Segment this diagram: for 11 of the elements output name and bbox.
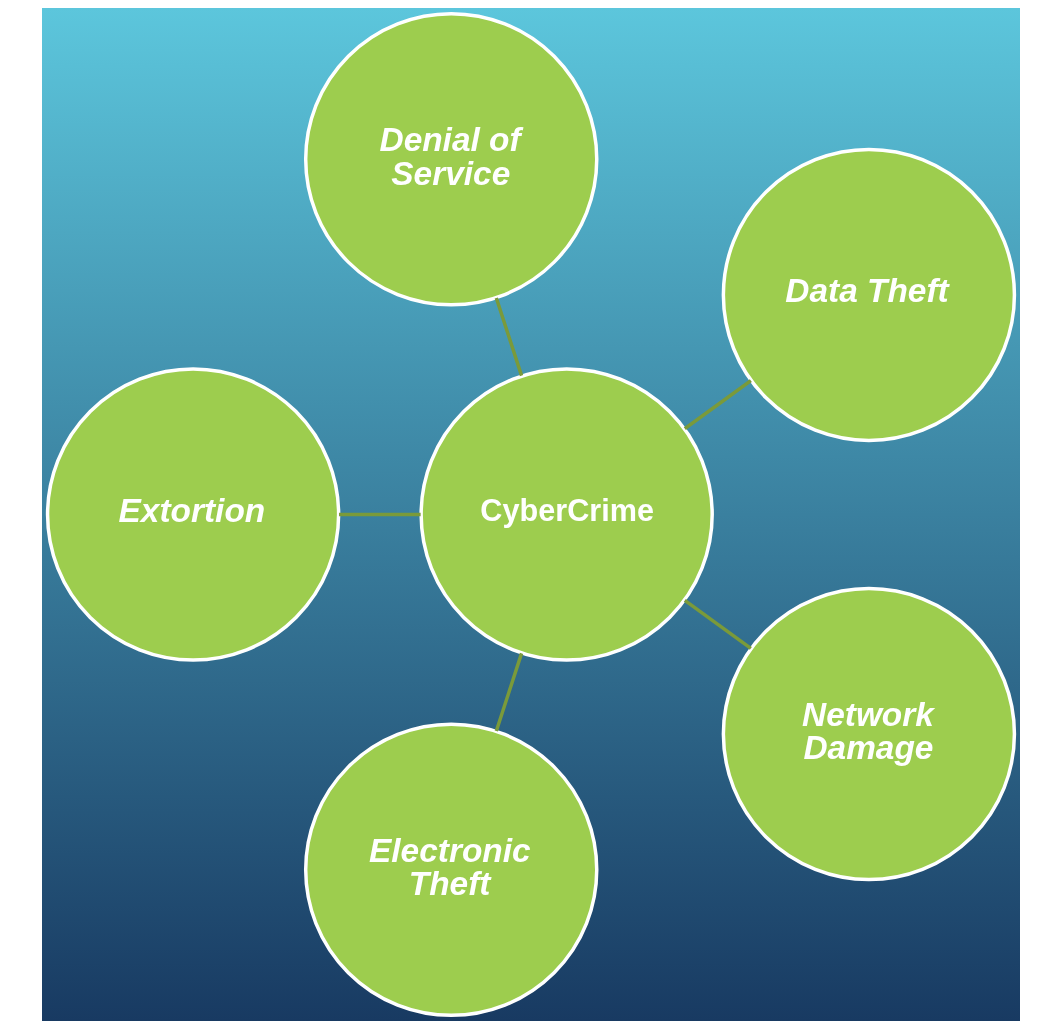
connector [338, 512, 421, 517]
node-circle: CyberCrime [418, 367, 714, 662]
node-circle: Extortion [45, 367, 340, 662]
node-circle: Electronic Theft [303, 722, 598, 1018]
connector [494, 297, 523, 377]
node-circle: Network Damage [721, 586, 1016, 882]
connector [683, 598, 752, 650]
connector [683, 379, 752, 431]
node-circle: Data Theft [721, 147, 1016, 443]
node-circle: Denial of Service [303, 11, 598, 307]
connector [494, 652, 523, 732]
